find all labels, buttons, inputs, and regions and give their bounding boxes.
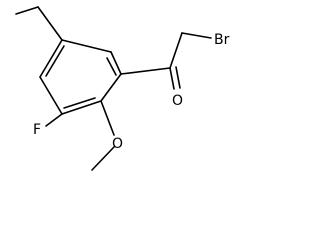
bond-ethyl-ch2-ring	[37, 6, 63, 41]
bond-ring-inner-2	[63, 97, 96, 109]
bond-carbonyl-ch2	[169, 32, 183, 69]
bond-ring-2	[110, 51, 122, 75]
bond-ring-5	[39, 76, 63, 115]
bond-ring-methoxy-oxygen	[100, 100, 115, 136]
atom-label-fluorine: F	[33, 122, 41, 138]
bond-ch2-bromine	[181, 32, 212, 39]
bond-ring-inner-3	[106, 57, 117, 76]
bond-ring-3	[100, 73, 122, 102]
atom-labels: Br O F O	[33, 32, 230, 152]
bond-lines	[15, 6, 212, 171]
atom-label-carbonyl-oxygen: O	[172, 93, 183, 109]
bond-ethyl-ch3-ch2	[15, 6, 39, 15]
atom-label-bromine: Br	[214, 32, 230, 48]
chemical-structure: Br O F O	[15, 6, 230, 171]
bond-ring-4	[61, 100, 102, 115]
atom-label-methoxy-oxygen: O	[112, 136, 123, 152]
bond-methoxy-oxygen-methyl	[91, 146, 115, 171]
bond-carbonyl-o-1	[169, 67, 175, 90]
bond-ring-6	[39, 39, 63, 78]
bond-ring-inner-1	[45, 45, 65, 77]
bond-ring-1	[61, 39, 112, 53]
bond-ring-carbonyl-carbon	[120, 67, 171, 75]
bond-carbonyl-o-2	[175, 66, 181, 89]
bond-ring-fluorine	[45, 113, 63, 127]
